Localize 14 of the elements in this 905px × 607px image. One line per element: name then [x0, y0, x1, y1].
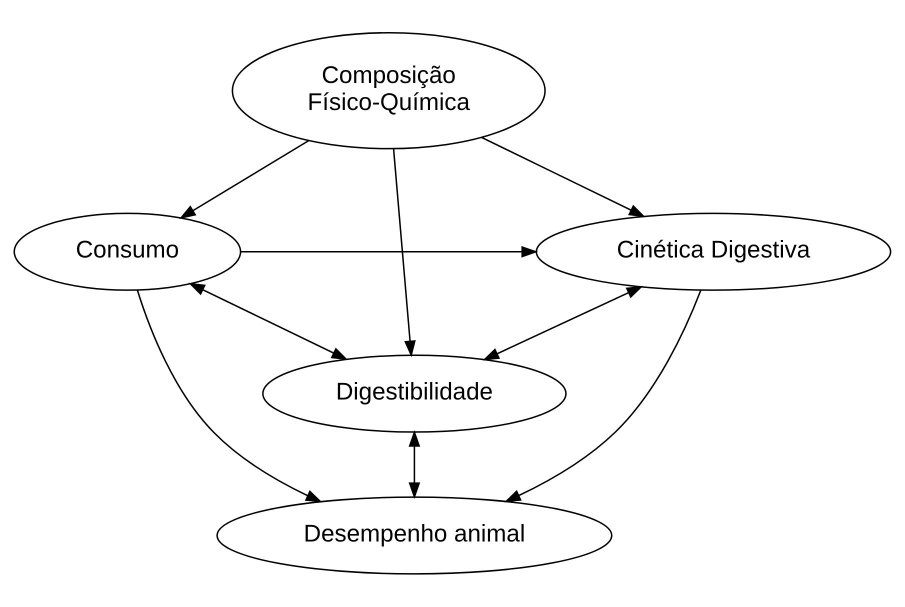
arrow: [481, 136, 646, 218]
arrow: [136, 290, 322, 502]
node-ellipse: Digestibilidade: [262, 354, 567, 433]
arrow: [482, 286, 644, 361]
arrow: [179, 140, 310, 219]
node-ellipse: Consumo: [14, 212, 242, 291]
arrow: [408, 430, 420, 499]
node-ellipse: Desempenho animal: [216, 496, 612, 575]
arrow: [240, 246, 538, 258]
arrow: [392, 148, 416, 358]
arrow: [504, 290, 702, 502]
node-ellipse: Cinética Digestiva: [536, 212, 892, 291]
arrow: [188, 282, 348, 360]
node-ellipse: Composição Físico-Química: [232, 32, 546, 150]
